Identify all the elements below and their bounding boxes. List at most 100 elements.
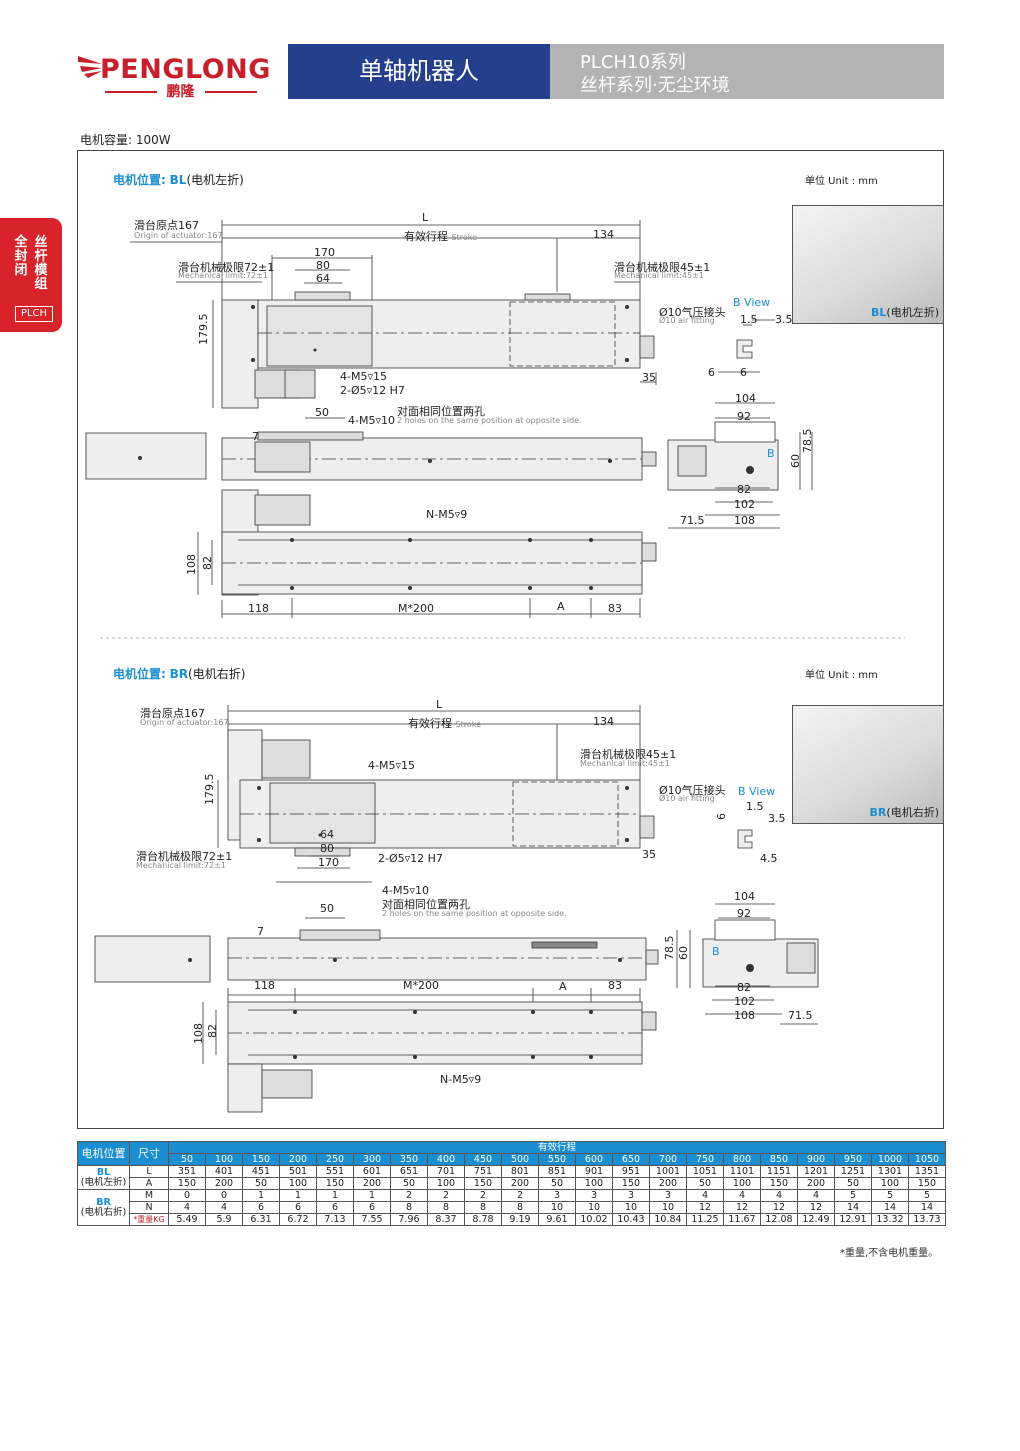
table-cell: 601 bbox=[353, 1165, 391, 1178]
table-cell: 5.9 bbox=[205, 1213, 243, 1226]
row-label: *重量KG bbox=[129, 1213, 169, 1226]
row-label: L bbox=[129, 1165, 169, 1178]
table-cell: 6 bbox=[353, 1201, 391, 1214]
table-cell: 50 bbox=[834, 1177, 872, 1190]
row-label: N bbox=[129, 1201, 169, 1214]
table-cell: 50 bbox=[390, 1177, 428, 1190]
stroke-cell: 500 bbox=[501, 1153, 539, 1166]
table-cell: 50 bbox=[686, 1177, 724, 1190]
table-cell: 5 bbox=[834, 1189, 872, 1202]
table-cell: 12 bbox=[760, 1201, 798, 1214]
table-cell: 1 bbox=[316, 1189, 354, 1202]
br-heading: 电机位置: BR(电机右折) bbox=[113, 667, 246, 681]
table-cell: 7.55 bbox=[353, 1213, 391, 1226]
brand-name: PENGLONG bbox=[100, 54, 271, 85]
stroke-cell: 400 bbox=[427, 1153, 465, 1166]
table-cell: 10.43 bbox=[612, 1213, 650, 1226]
table-cell: 2 bbox=[464, 1189, 502, 1202]
table-cell: 1 bbox=[242, 1189, 280, 1202]
table-cell: 10 bbox=[538, 1201, 576, 1214]
col-motor-header: 电机位置 bbox=[77, 1141, 130, 1166]
stroke-cell: 450 bbox=[464, 1153, 502, 1166]
weight-note: *重量,不含电机重量。 bbox=[840, 1248, 939, 1259]
stroke-cell: 100 bbox=[205, 1153, 243, 1166]
table-cell: 401 bbox=[205, 1165, 243, 1178]
table-cell: 150 bbox=[464, 1177, 502, 1190]
table-cell: 651 bbox=[390, 1165, 428, 1178]
table-cell: 1101 bbox=[723, 1165, 761, 1178]
table-cell: 451 bbox=[242, 1165, 280, 1178]
table-cell: 10 bbox=[575, 1201, 613, 1214]
table-cell: 100 bbox=[279, 1177, 317, 1190]
table-cell: 701 bbox=[427, 1165, 465, 1178]
table-cell: 8 bbox=[427, 1201, 465, 1214]
table-cell: 10 bbox=[612, 1201, 650, 1214]
table-cell: 14 bbox=[834, 1201, 872, 1214]
series-banner: PLCH10系列 丝杆系列·无尘环境 bbox=[550, 44, 944, 99]
table-cell: 8 bbox=[390, 1201, 428, 1214]
stroke-header: 有效行程 bbox=[168, 1141, 946, 1154]
table-cell: 150 bbox=[316, 1177, 354, 1190]
br-unit: 单位 Unit : mm bbox=[805, 670, 878, 681]
drawing-frame bbox=[77, 150, 944, 1129]
table-cell: 8 bbox=[464, 1201, 502, 1214]
table-cell: 4 bbox=[760, 1189, 798, 1202]
table-cell: 8.78 bbox=[464, 1213, 502, 1226]
page-title: 单轴机器人 bbox=[288, 44, 550, 99]
table-cell: 1201 bbox=[797, 1165, 835, 1178]
side-category-tab[interactable]: 全封闭 丝杆模组 PLCH bbox=[0, 218, 62, 332]
table-cell: 100 bbox=[575, 1177, 613, 1190]
table-cell: 150 bbox=[612, 1177, 650, 1190]
table-cell: 3 bbox=[612, 1189, 650, 1202]
table-cell: 501 bbox=[279, 1165, 317, 1178]
stroke-cell: 1000 bbox=[871, 1153, 909, 1166]
table-cell: 12 bbox=[686, 1201, 724, 1214]
stroke-cell: 650 bbox=[612, 1153, 650, 1166]
table-cell: 10.02 bbox=[575, 1213, 613, 1226]
table-cell: 13.32 bbox=[871, 1213, 909, 1226]
col-size-header: 尺寸 bbox=[129, 1141, 169, 1166]
table-cell: 3 bbox=[538, 1189, 576, 1202]
table-cell: 751 bbox=[464, 1165, 502, 1178]
table-cell: 951 bbox=[612, 1165, 650, 1178]
bl-drawing bbox=[85, 220, 905, 639]
table-cell: 3 bbox=[649, 1189, 687, 1202]
bl-mech45: 滑台机械极限45±1 bbox=[614, 261, 711, 274]
table-cell: 801 bbox=[501, 1165, 539, 1178]
logo-mark-icon bbox=[78, 56, 102, 78]
table-cell: 200 bbox=[205, 1177, 243, 1190]
br-product-photo: BR(电机右折) bbox=[792, 705, 944, 824]
side-tab-col1: 全封闭 bbox=[14, 235, 28, 278]
table-cell: 2 bbox=[427, 1189, 465, 1202]
table-cell: 1251 bbox=[834, 1165, 872, 1178]
bl-product-photo: BL(电机左折) bbox=[792, 205, 944, 324]
table-cell: 150 bbox=[908, 1177, 946, 1190]
table-cell: 8.37 bbox=[427, 1213, 465, 1226]
table-cell: 1001 bbox=[649, 1165, 687, 1178]
stroke-cell: 800 bbox=[723, 1153, 761, 1166]
table-cell: 1 bbox=[279, 1189, 317, 1202]
table-cell: 1151 bbox=[760, 1165, 798, 1178]
brand-logo: PENGLONG 鹏隆 bbox=[78, 48, 283, 100]
stroke-cell: 350 bbox=[390, 1153, 428, 1166]
table-cell: 4 bbox=[797, 1189, 835, 1202]
table-cell: 10 bbox=[649, 1201, 687, 1214]
table-cell: 6 bbox=[242, 1201, 280, 1214]
table-cell: 200 bbox=[501, 1177, 539, 1190]
table-cell: 5 bbox=[908, 1189, 946, 1202]
br-drawing bbox=[94, 705, 819, 1113]
stroke-cell: 200 bbox=[279, 1153, 317, 1166]
table-cell: 6 bbox=[316, 1201, 354, 1214]
table-cell: 100 bbox=[427, 1177, 465, 1190]
side-tab-col2: 丝杆模组 bbox=[34, 235, 48, 292]
bl-mech72: 滑台机械极限72±1 bbox=[178, 261, 275, 274]
table-cell: 150 bbox=[760, 1177, 798, 1190]
table-cell: 351 bbox=[168, 1165, 206, 1178]
table-cell: 11.67 bbox=[723, 1213, 761, 1226]
table-cell: 4 bbox=[168, 1201, 206, 1214]
br-label: BR(电机右折) bbox=[77, 1189, 130, 1226]
table-cell: 6 bbox=[279, 1201, 317, 1214]
